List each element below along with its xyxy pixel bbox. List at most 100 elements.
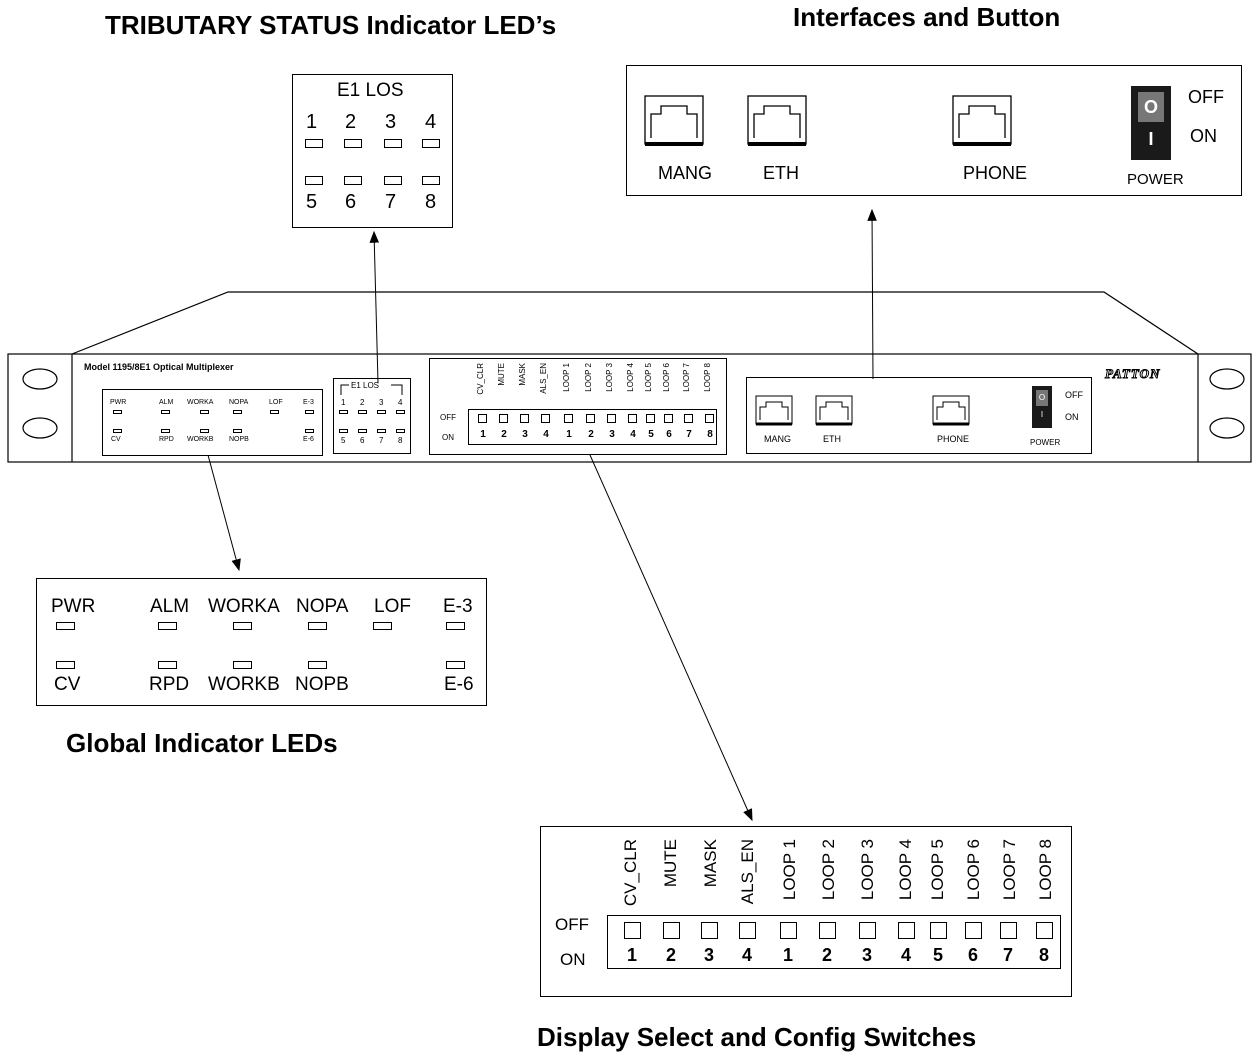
e1-los-led	[344, 139, 362, 148]
global-led-label: RPD	[149, 674, 190, 695]
e1-los-num: 5	[306, 191, 318, 213]
panel-e1-led	[339, 429, 348, 433]
panel-power-switch[interactable]: O I	[1032, 386, 1052, 428]
e1-los-num: 7	[385, 191, 397, 213]
switch-label: LOOP 8	[1036, 839, 1055, 901]
e1-los-led	[384, 176, 402, 185]
rack-hole-left-top	[22, 368, 58, 390]
power-switch[interactable]: O I	[1131, 86, 1171, 160]
panel-led	[161, 410, 170, 414]
switch-label: LOOP 4	[896, 839, 915, 901]
panel-e1-led	[396, 410, 405, 414]
panel-power-label: POWER	[1030, 438, 1061, 447]
panel-dip-switch[interactable]	[628, 414, 637, 423]
panel-e1-led	[377, 429, 386, 433]
switch-num: 4	[741, 945, 752, 965]
rack-hole-right-top	[1209, 368, 1245, 390]
dip-switch-4[interactable]	[739, 922, 756, 939]
panel-led-label: ALM	[159, 399, 174, 406]
panel-dip-switch[interactable]	[684, 414, 693, 423]
panel-switch-num: 6	[666, 429, 672, 440]
global-led	[233, 661, 252, 669]
panel-switch-num: 5	[648, 429, 654, 440]
panel-led	[305, 429, 314, 433]
panel-dip-switch[interactable]	[478, 414, 487, 423]
panel-power-on-label: ON	[1065, 412, 1079, 422]
dip-switch-8[interactable]	[898, 922, 915, 939]
panel-switch-num: 1	[480, 429, 486, 440]
panel-dip-switch[interactable]	[705, 414, 714, 423]
patton-logo: PATTON	[1104, 366, 1161, 381]
panel-switch-num: 4	[543, 429, 549, 440]
dip-switch-12[interactable]	[1036, 922, 1053, 939]
chassis-top-outline	[71, 291, 1199, 355]
power-label: POWER	[1127, 171, 1184, 188]
panel-switch-num: 2	[501, 429, 507, 440]
global-indicator-box: PWR ALM WORKA NOPA LOF E-3 CV RPD WORKB …	[36, 578, 487, 706]
switch-num: 4	[900, 945, 911, 965]
panel-dip-switch[interactable]	[564, 414, 573, 423]
dip-switch-11[interactable]	[1000, 922, 1017, 939]
panel-switch-label: LOOP 4	[626, 363, 635, 392]
power-off-label: OFF	[1188, 87, 1224, 107]
global-led	[56, 661, 75, 669]
panel-led	[305, 410, 314, 414]
dip-switch-1[interactable]	[624, 922, 641, 939]
panel-e1-num: 6	[360, 436, 365, 445]
e1-los-num: 8	[425, 191, 437, 213]
global-led	[373, 622, 392, 630]
global-led	[158, 622, 177, 630]
panel-power-off-side: O	[1036, 390, 1048, 406]
global-led	[233, 622, 252, 630]
panel-led-label: LOF	[269, 399, 283, 406]
tributary-status-box: E1 LOS 1 2 3 4 5 6 7 8	[292, 74, 453, 228]
arrow-to-global	[207, 454, 241, 572]
device-model-label: Model 1195/8E1 Optical Multiplexer	[84, 362, 234, 372]
panel-dip-switch[interactable]	[499, 414, 508, 423]
e1-los-led	[344, 176, 362, 185]
panel-switch-label: LOOP 1	[562, 363, 571, 392]
panel-led	[270, 410, 279, 414]
dip-switch-2[interactable]	[663, 922, 680, 939]
panel-port-label-mang: MANG	[764, 434, 791, 444]
tributary-status-heading: TRIBUTARY STATUS Indicator LED’s	[105, 10, 556, 41]
port-label-eth: ETH	[763, 163, 799, 183]
panel-e1-num: 4	[398, 398, 403, 407]
panel-dip-switch[interactable]	[541, 414, 550, 423]
panel-e1-led	[339, 410, 348, 414]
panel-dip-switch[interactable]	[664, 414, 673, 423]
tributary-status-heading-rest: Indicator LED’s	[359, 10, 557, 40]
e1-los-led	[305, 139, 323, 148]
switch-label: CV_CLR	[621, 839, 640, 907]
switch-num: 7	[1002, 945, 1013, 965]
switch-num: 2	[665, 945, 676, 965]
global-led	[158, 661, 177, 669]
dip-switch-3[interactable]	[701, 922, 718, 939]
switch-num: 3	[703, 945, 714, 965]
dip-switch-5[interactable]	[780, 922, 797, 939]
panel-switch-label: LOOP 7	[682, 363, 691, 392]
panel-led	[200, 429, 209, 433]
dip-switch-6[interactable]	[819, 922, 836, 939]
switch-on-label: ON	[560, 950, 586, 969]
panel-dip-switch[interactable]	[646, 414, 655, 423]
panel-dip-switch[interactable]	[586, 414, 595, 423]
panel-e1-led	[358, 429, 367, 433]
switch-num: 5	[932, 945, 943, 965]
global-led	[446, 622, 465, 630]
e1-los-num: 1	[306, 111, 318, 133]
switch-label: LOOP 3	[858, 839, 877, 901]
panel-dip-switch[interactable]	[520, 414, 529, 423]
panel-switch-label: MASK	[518, 363, 527, 386]
dip-switch-9[interactable]	[930, 922, 947, 939]
panel-led	[233, 429, 242, 433]
panel-power-on-side: I	[1040, 410, 1044, 419]
switch-num: 8	[1038, 945, 1049, 965]
panel-dip-switch[interactable]	[607, 414, 616, 423]
port-icons-large	[644, 95, 1012, 146]
global-led	[56, 622, 75, 630]
dip-switch-7[interactable]	[859, 922, 876, 939]
panel-power-off-label: OFF	[1065, 390, 1083, 400]
chassis-front	[7, 353, 1252, 463]
dip-switch-10[interactable]	[965, 922, 982, 939]
